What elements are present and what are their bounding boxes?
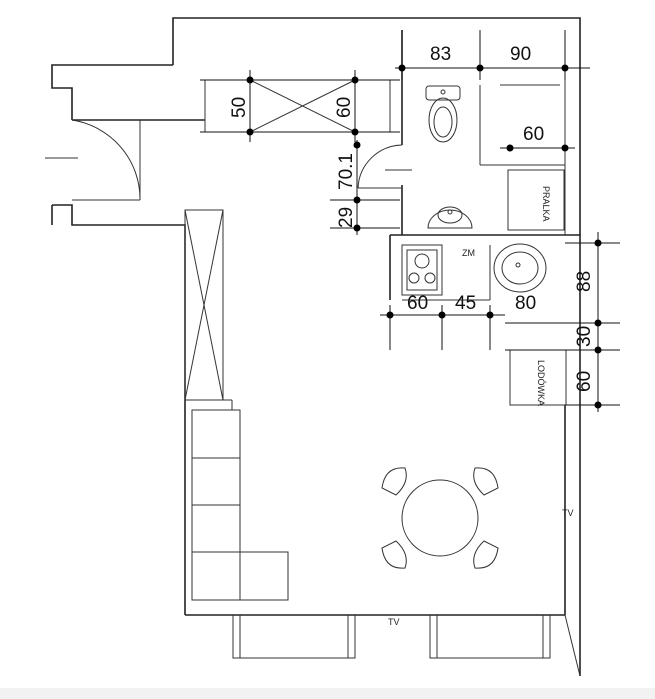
dim-60-shower: 60	[523, 124, 544, 145]
dim-80: 80	[515, 293, 536, 314]
tv-label-bottom: TV	[388, 617, 400, 627]
dimension-ticks	[246, 64, 602, 409]
dim-70: 70.1	[336, 153, 357, 190]
sink-mark-label: ZM	[462, 248, 475, 258]
dim-60-cabinet: 60	[334, 97, 355, 118]
bathroom-walls	[389, 30, 580, 300]
dim-60-fridge: 60	[574, 371, 595, 392]
dim-60-stove: 60	[407, 293, 428, 314]
sofa	[191, 399, 289, 601]
entry-door	[45, 119, 141, 201]
fridge-box: LODÓWKA	[509, 349, 567, 406]
left-wardrobe	[184, 209, 224, 401]
tv-label-right: TV	[562, 508, 574, 518]
bathroom-door	[357, 144, 412, 189]
dim-29: 29	[336, 207, 357, 228]
toilet-icon	[425, 85, 461, 143]
dim-88: 88	[574, 271, 595, 292]
dim-83: 83	[430, 44, 451, 65]
bathroom-sink-icon	[427, 206, 473, 229]
washer-label: PRALKA	[541, 186, 551, 222]
bottom-strip	[0, 688, 655, 699]
washer-box: PRALKA	[507, 169, 565, 231]
dim-30: 30	[574, 326, 595, 347]
kitchen-counter: ZM	[401, 244, 491, 301]
dim-45: 45	[455, 293, 476, 314]
fridge-label: LODÓWKA	[536, 360, 546, 406]
dining-table	[381, 467, 499, 569]
dim-90: 90	[510, 44, 531, 65]
kitchen-sink-icon	[493, 243, 547, 293]
windows	[232, 615, 551, 659]
outer-walls	[51, 17, 581, 677]
dimension-lines	[200, 30, 620, 412]
dim-50: 50	[229, 97, 250, 118]
